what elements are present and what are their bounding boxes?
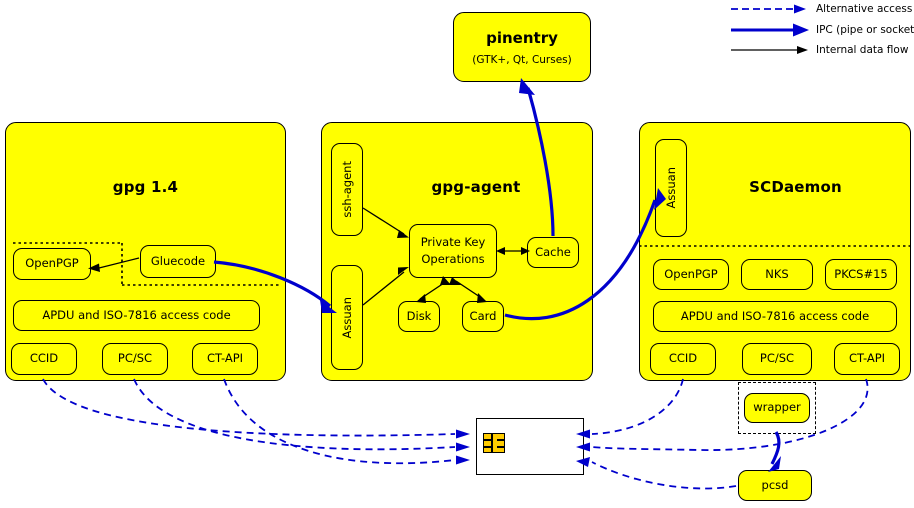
scdaemon-app-openpgp[interactable]: OpenPGP: [653, 259, 729, 290]
legend-label-alt-paths: Alternative access paths: [816, 3, 914, 15]
smartcard-chip-icon: [483, 433, 505, 453]
gpg-agent-title: gpg-agent: [431, 178, 521, 196]
legend-label-internal-flow: Internal data flow: [816, 44, 909, 56]
gpg-title: gpg 1.4: [112, 178, 179, 196]
scdaemon-apdu-box[interactable]: APDU and ISO-7816 access code: [653, 301, 897, 332]
scdaemon-app-openpgp-label: OpenPGP: [664, 266, 718, 281]
gpg-gluecode-label: Gluecode: [150, 253, 206, 268]
scdaemon-apdu-label: APDU and ISO-7816 access code: [680, 308, 870, 323]
scdaemon-driver-ctapi[interactable]: CT-API: [834, 343, 900, 375]
gpg-driver-ccid-label: CCID: [29, 351, 59, 366]
legend-label-ipc: IPC (pipe or socket): [816, 24, 914, 36]
gpg-driver-ctapi[interactable]: CT-API: [192, 343, 258, 375]
smartcard-chip-contact-h4: [497, 446, 505, 448]
private-key-operations-box[interactable]: Private Key Operations: [409, 224, 497, 278]
wrapper-label: wrapper: [753, 400, 801, 415]
scdaemon-driver-pcsc[interactable]: PC/SC: [742, 343, 812, 375]
card-label: Card: [469, 308, 497, 323]
disk-box[interactable]: Disk: [398, 301, 440, 332]
gpg-gluecode-box[interactable]: Gluecode: [140, 245, 216, 278]
wrapper-box[interactable]: wrapper: [744, 393, 810, 423]
gpg-apdu-label: APDU and ISO-7816 access code: [42, 307, 231, 322]
gpg-openpgp-box[interactable]: OpenPGP: [13, 248, 91, 280]
cache-box[interactable]: Cache: [527, 237, 579, 268]
smartcard-box[interactable]: [476, 418, 584, 475]
cache-label: Cache: [535, 244, 571, 259]
scdaemon-app-pkcs15[interactable]: PKCS#15: [825, 259, 897, 290]
pinentry-subtitle: (GTK+, Qt, Curses): [472, 53, 572, 66]
card-box[interactable]: Card: [462, 301, 504, 332]
scdaemon-app-pkcs15-label: PKCS#15: [834, 266, 888, 281]
smartcard-chip-contact-h1: [483, 439, 491, 441]
smartcard-chip-contact-v: [491, 433, 493, 453]
pcsd-label: pcsd: [761, 477, 789, 492]
gpg-driver-ccid[interactable]: CCID: [11, 343, 77, 375]
disk-label: Disk: [406, 308, 432, 323]
smartcard-chip-contact-h3: [497, 439, 505, 441]
gpg-agent-ssh-agent-box[interactable]: ssh-agent: [331, 143, 363, 236]
scdaemon-driver-ccid-label: CCID: [668, 351, 698, 366]
scdaemon-driver-ccid[interactable]: CCID: [650, 343, 716, 375]
scdaemon-title: SCDaemon: [749, 178, 842, 196]
scdaemon-app-nks[interactable]: NKS: [741, 259, 813, 290]
scdaemon-app-nks-label: NKS: [765, 266, 789, 281]
gpg-apdu-box[interactable]: APDU and ISO-7816 access code: [13, 300, 260, 331]
gpg-agent-assuan-box[interactable]: Assuan: [331, 265, 363, 370]
gpg-driver-ctapi-label: CT-API: [206, 351, 244, 366]
gpg-driver-pcsc[interactable]: PC/SC: [102, 343, 168, 375]
pcsd-box[interactable]: pcsd: [738, 470, 812, 501]
scdaemon-driver-pcsc-label: PC/SC: [759, 351, 795, 366]
smartcard-chip-contact-h2: [483, 446, 491, 448]
private-key-operations-label: Private Key Operations: [420, 234, 486, 266]
pinentry-title: pinentry: [486, 28, 558, 47]
scdaemon-driver-ctapi-label: CT-API: [848, 351, 886, 366]
scdaemon-assuan-box[interactable]: Assuan: [655, 139, 687, 237]
gpg-openpgp-label: OpenPGP: [25, 256, 79, 271]
gpg-driver-pcsc-label: PC/SC: [117, 351, 153, 366]
